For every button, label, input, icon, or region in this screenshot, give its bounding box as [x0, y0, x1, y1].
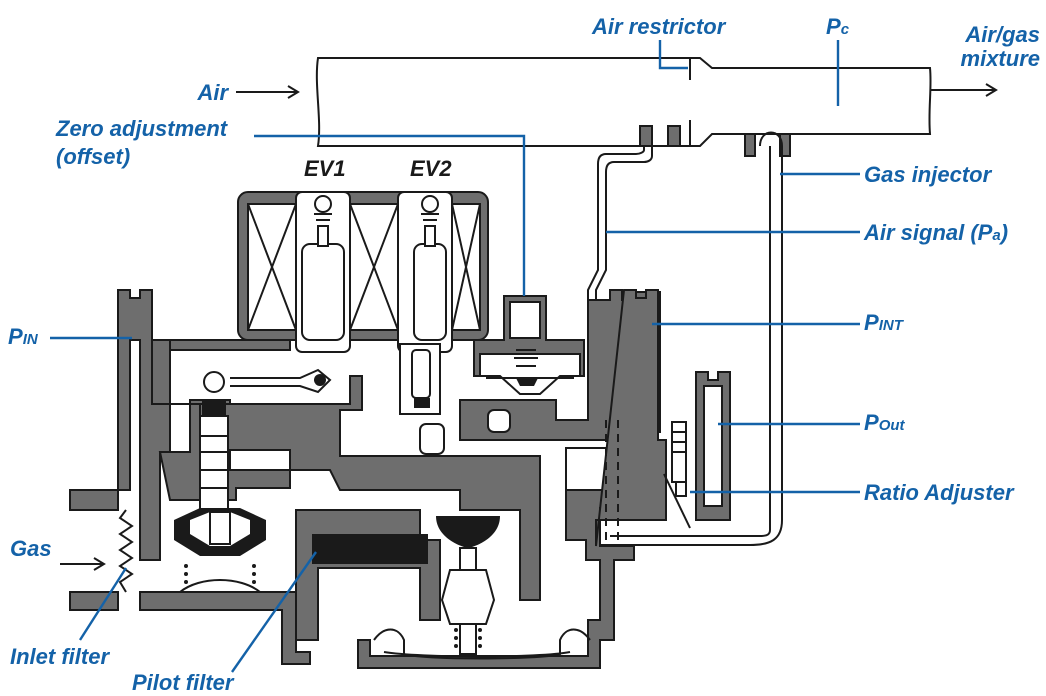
label-pc: Pc: [826, 14, 850, 39]
ev1-plunger: [295, 191, 351, 353]
ratio-adjuster-screw: [663, 421, 691, 529]
flow-arrows: [60, 83, 998, 571]
label-air: Air: [196, 80, 229, 105]
label-air-signal: Air signal (Pa): [863, 220, 1008, 245]
label-ratio-adjuster: Ratio Adjuster: [864, 480, 1015, 505]
gas-injector-tube: [596, 131, 783, 546]
label-ev2: EV2: [410, 156, 452, 181]
label-pout: POut: [864, 410, 906, 435]
inlet-diaphragm: [174, 508, 266, 593]
air-signal-tube: [587, 146, 653, 300]
label-zero-adjustment-1: Zero adjustment: [55, 116, 229, 141]
label-air-gas-mixture-2: mixture: [961, 46, 1040, 71]
label-gas-injector: Gas injector: [864, 162, 993, 187]
label-zero-adjustment-2: (offset): [56, 144, 130, 169]
label-inlet-filter: Inlet filter: [10, 644, 110, 669]
ev2-plunger: [397, 191, 453, 353]
label-gas: Gas: [10, 536, 52, 561]
leader-lines: [50, 40, 860, 673]
internal-channels: [605, 420, 619, 546]
label-pilot-filter: Pilot filter: [132, 670, 235, 695]
pilot-filter-element: [312, 534, 428, 564]
inlet-filter-element: [118, 509, 134, 593]
label-pin: PIN: [8, 324, 39, 349]
air-duct: [315, 57, 932, 157]
main-valve: [373, 516, 591, 660]
label-pint: PINT: [864, 310, 905, 335]
valve-body: [69, 289, 731, 669]
label-air-restrictor: Air restrictor: [591, 14, 727, 39]
label-ev1: EV1: [304, 156, 346, 181]
label-air-gas-mixture-1: Air/gas: [964, 22, 1040, 47]
